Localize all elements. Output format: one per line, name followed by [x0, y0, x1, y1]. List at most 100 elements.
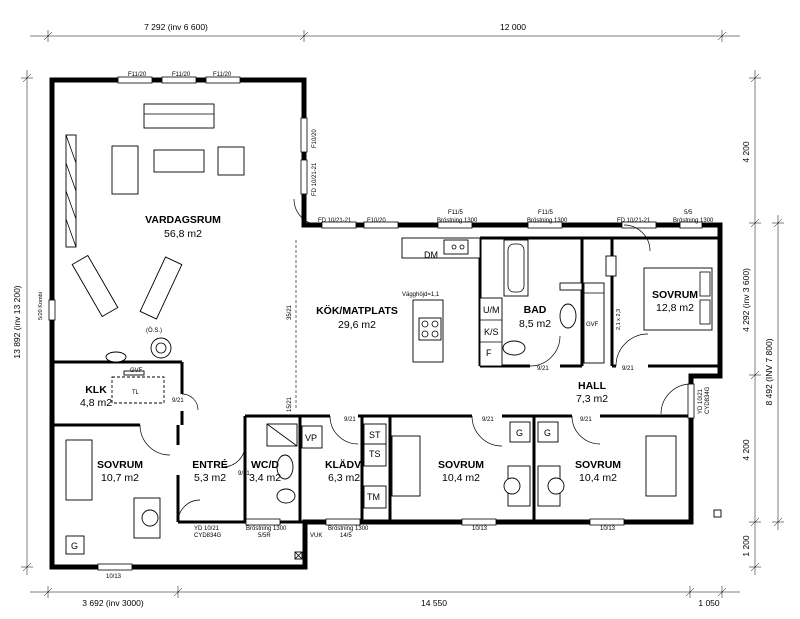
window-label: 5/20 Kombi	[38, 292, 44, 320]
window-label: F11/5	[538, 210, 554, 216]
room-area: 10,7 m2	[101, 472, 139, 484]
fixture-label: GVF	[130, 368, 143, 374]
door-label: CYD834G	[194, 533, 222, 539]
window-label: 10/13	[600, 526, 616, 532]
room-area: 29,6 m2	[338, 319, 376, 331]
dim-right-5: 1 200	[741, 535, 751, 557]
room-area: 7,3 m2	[576, 393, 608, 405]
dim-bottom-right: 1 050	[698, 598, 720, 608]
fixture-label: K/S	[484, 327, 499, 337]
door-label: 9/21	[622, 366, 634, 372]
room-name: HALL	[578, 380, 607, 392]
closet-fixtures	[301, 423, 387, 509]
wall-height-label: Vägghöjd=1,1	[402, 292, 440, 298]
windows	[48, 76, 703, 571]
dim-right-4: 4 200	[741, 439, 751, 461]
door-label: 9/21	[482, 417, 494, 423]
door-label: 15/21	[287, 396, 293, 412]
fixture-label: G	[516, 428, 523, 438]
door-label: 35/21	[287, 304, 293, 320]
door-label: YD 10/21	[194, 526, 220, 532]
room-name: SOVRUM	[652, 289, 698, 301]
window-label: Bröstning 1300	[246, 526, 287, 532]
wc-fixtures	[266, 423, 298, 504]
dim-left: 13 892 (inv 13 200)	[12, 285, 22, 358]
fixture-label: G	[71, 541, 78, 551]
window-label: VUK	[310, 533, 322, 539]
room-area: 4,8 m2	[80, 397, 112, 409]
dim-bottom-mid: 14 550	[421, 598, 447, 608]
door-label: 9/21	[580, 417, 592, 423]
dim-top-right: 12 000	[500, 22, 526, 32]
fixture-label: TL	[132, 390, 140, 396]
fixture-label: VP	[305, 433, 317, 443]
room-name: SOVRUM	[575, 459, 621, 471]
window-label: Bröstning 1300	[527, 218, 568, 224]
window-label: Bröstning 1300	[328, 526, 369, 532]
bath-fixtures	[502, 239, 605, 364]
window-label: 5/5	[684, 210, 693, 216]
door-label: 9/21	[344, 417, 356, 423]
room-name: KÖK/MATPLATS	[316, 304, 398, 317]
fixture-label: F	[486, 348, 492, 358]
window-label: 14/5	[340, 533, 352, 539]
window-label: Bröstning 1300	[673, 218, 714, 224]
klk-fixtures	[111, 370, 165, 404]
room-name: WC/D	[251, 459, 279, 471]
room-name: SOVRUM	[97, 459, 143, 471]
fixture-label: TS	[369, 449, 381, 459]
door-label: 9/21	[238, 471, 250, 477]
door-label: 9/21	[172, 398, 184, 404]
window-label: 10/13	[472, 526, 488, 532]
electrical-box	[294, 551, 303, 560]
door-label: CYD834G	[705, 386, 711, 414]
dimension-lines	[21, 30, 784, 598]
fireplace-label: (Ö.S.)	[146, 327, 162, 334]
fixture-label: DM	[424, 250, 438, 260]
room-area: 56,8 m2	[164, 228, 202, 240]
window-label: 10/13	[106, 574, 122, 580]
room-name: KLK	[85, 384, 107, 396]
closet-dim-label: 2,1 x 2,3	[616, 309, 622, 330]
dim-right-3: 8 492 (INV 7 800)	[764, 338, 774, 405]
window-label: Bröstning 1300	[437, 218, 478, 224]
dim-right-1: 4 200	[741, 141, 751, 163]
room-area: 3,4 m2	[249, 472, 281, 484]
dim-right-2: 4 292 (inv 3 600)	[741, 268, 751, 332]
room-name: VARDAGSRUM	[145, 214, 221, 226]
window-label: F11/20	[213, 72, 232, 78]
window-label: F10/20	[312, 129, 318, 148]
fixture-label: GVF	[586, 322, 599, 328]
room-name: SOVRUM	[438, 459, 484, 471]
window-label: FD 10/21-21	[318, 218, 352, 224]
door-label: 9/21	[537, 366, 549, 372]
room-name: ENTRÉ	[192, 458, 228, 471]
room-area: 6,3 m2	[328, 472, 360, 484]
main-bedroom-furniture	[605, 255, 713, 331]
window-label: F10/20	[367, 218, 386, 224]
room-area: 8,5 m2	[519, 318, 551, 330]
dim-top-left: 7 292 (inv 6 600)	[144, 22, 208, 32]
room-area: 10,4 m2	[579, 472, 617, 484]
kitchen-fixtures	[401, 237, 503, 367]
door-label: YD 10/21	[698, 388, 704, 414]
window-label: F11/5	[448, 210, 464, 216]
living-furniture	[65, 103, 245, 363]
window-label: FD 10/21-21	[617, 218, 651, 224]
room-area: 5,3 m2	[194, 472, 226, 484]
middle-bedroom-furniture	[391, 421, 677, 507]
room-area: 10,4 m2	[442, 472, 480, 484]
electrical-box	[713, 509, 722, 518]
room-name: BAD	[524, 304, 547, 316]
window-label: F11/20	[172, 72, 191, 78]
fixture-label: U/M	[483, 305, 500, 315]
fixture-label: TM	[367, 492, 380, 502]
door-swings	[139, 198, 692, 523]
room-area: 12,8 m2	[656, 302, 694, 314]
left-bedroom-furniture	[65, 439, 161, 555]
window-label: F11/20	[128, 72, 147, 78]
window-label: 5/5R	[258, 533, 271, 539]
fixture-label: ST	[369, 430, 381, 440]
fixture-label: G	[544, 428, 551, 438]
